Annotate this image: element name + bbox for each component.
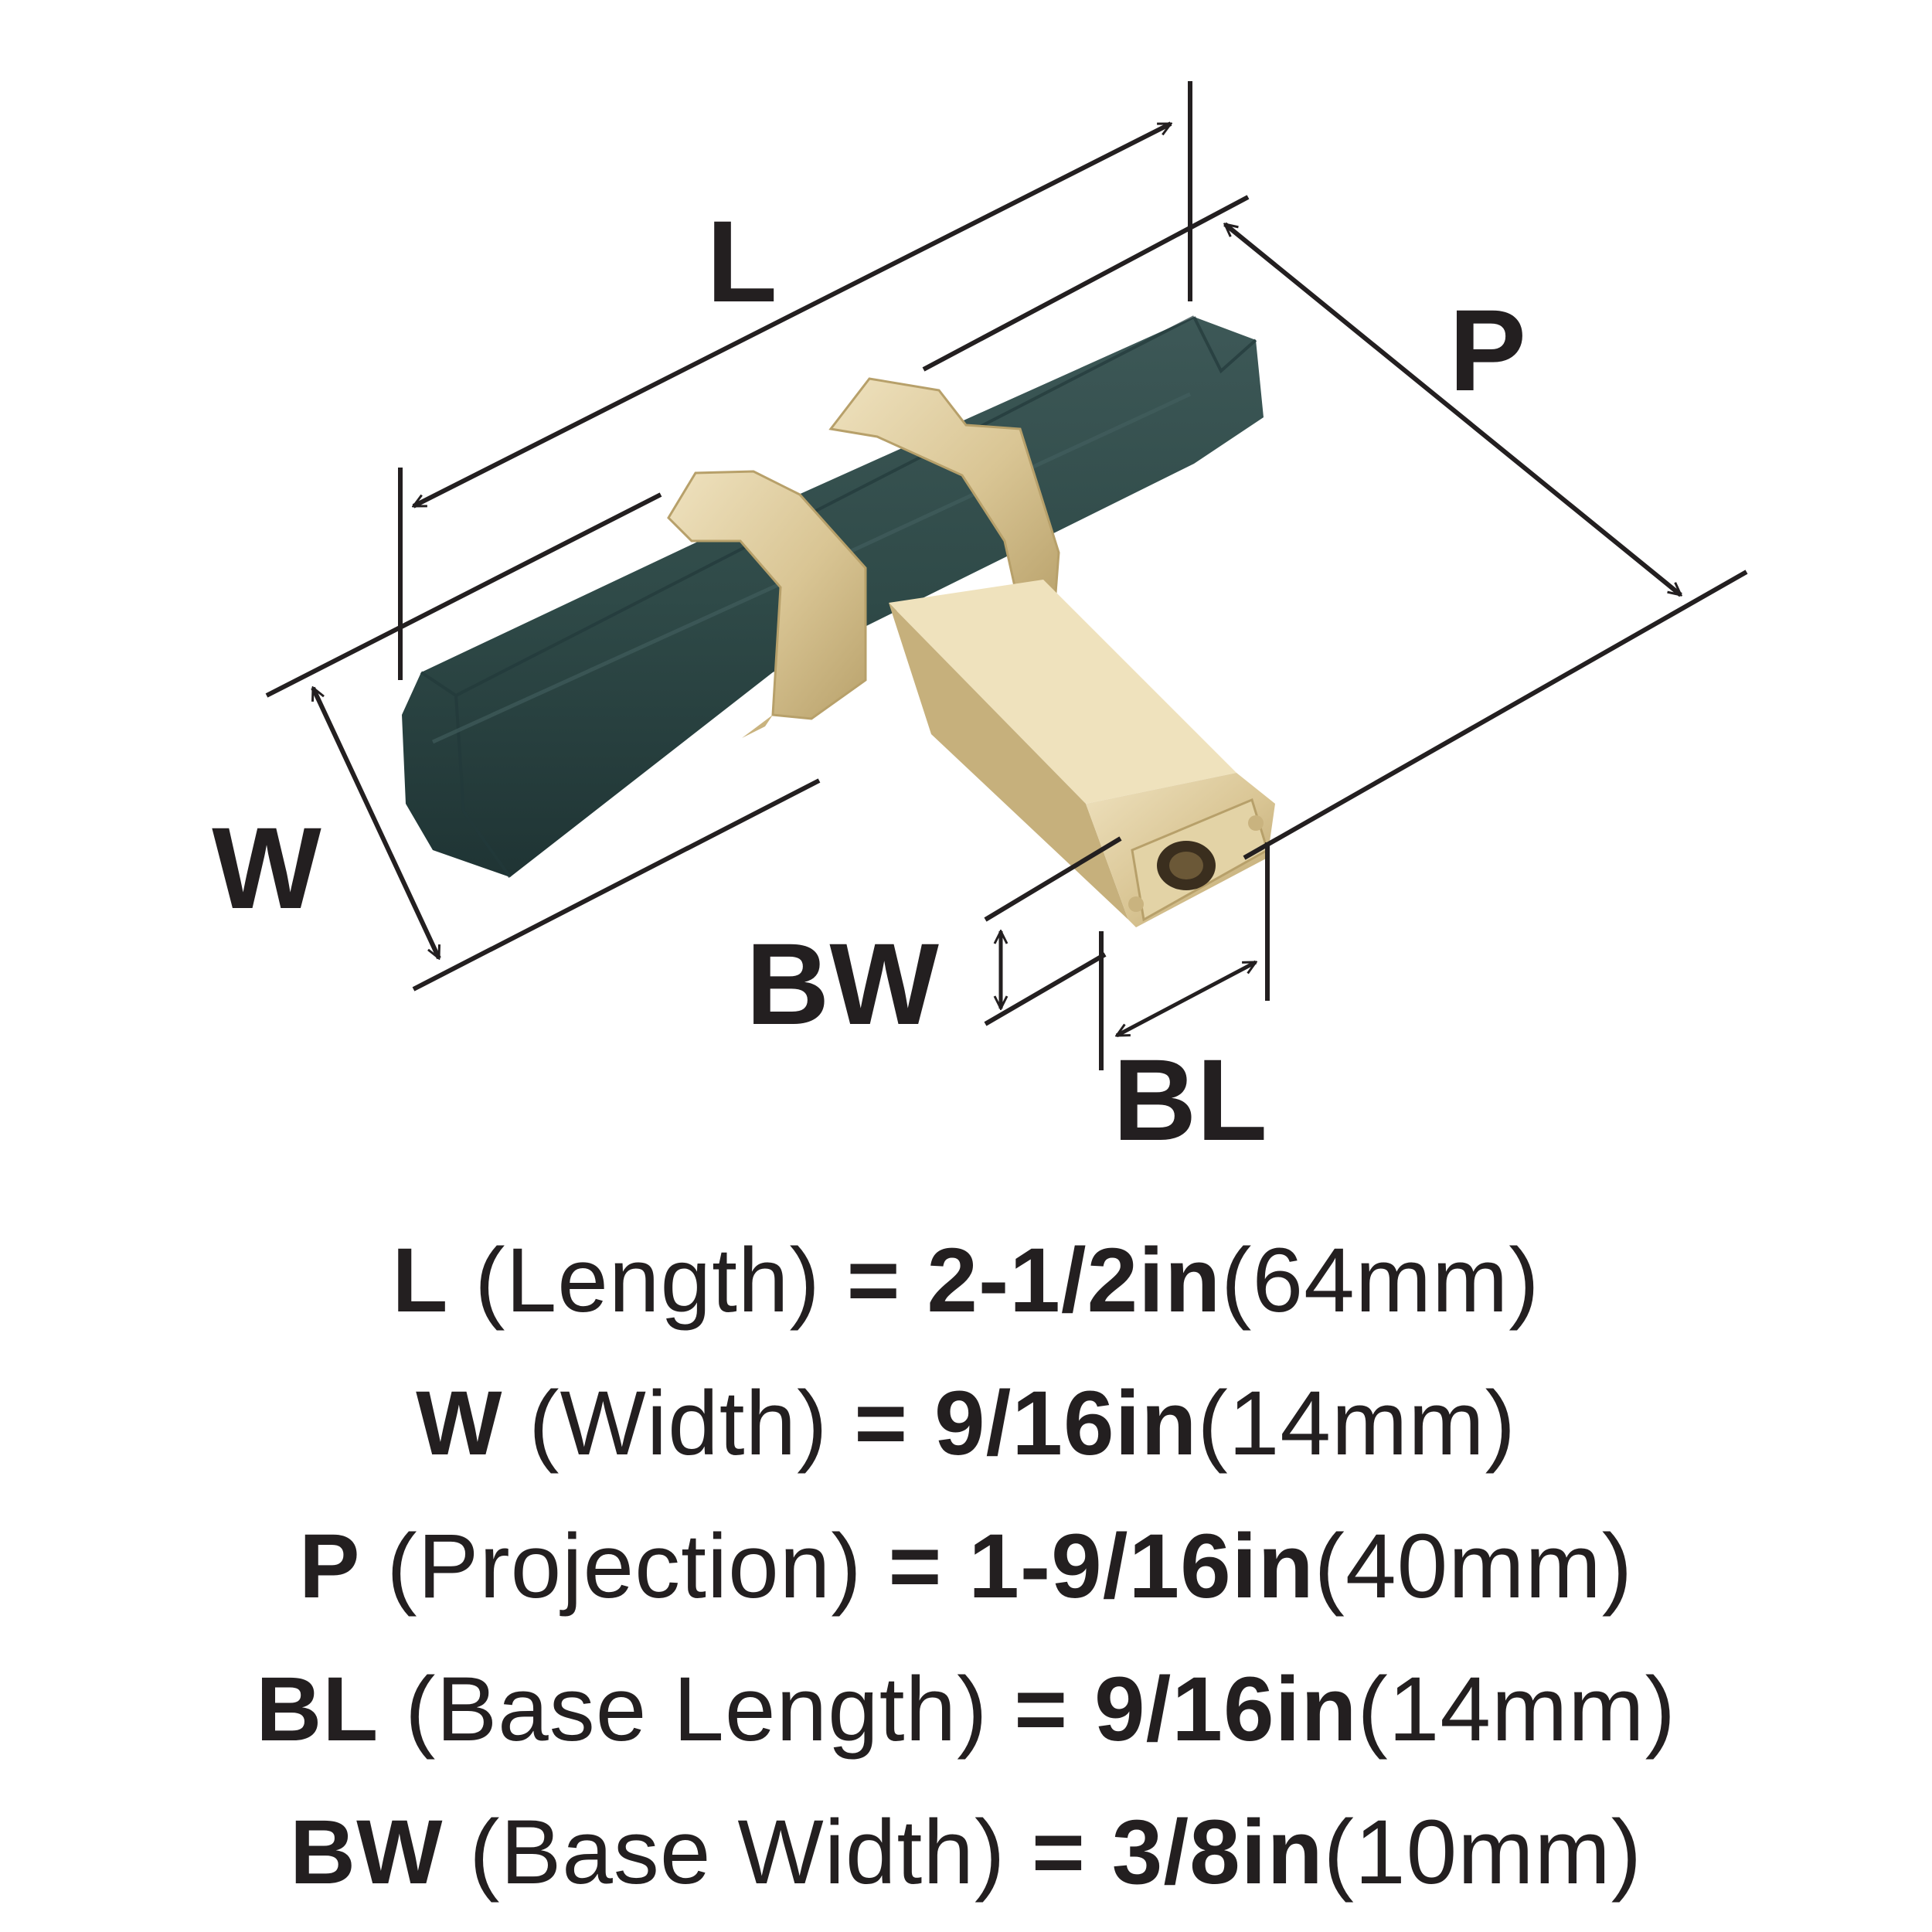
spec-equals: = xyxy=(1032,1801,1086,1903)
spec-projection: P (Projection) = 1-9/16in(40mm) xyxy=(0,1495,1932,1638)
base-width-label: BW xyxy=(746,919,939,1049)
spec-value: 2-1/2in xyxy=(927,1230,1222,1332)
base-length-label: BL xyxy=(1113,1035,1267,1165)
dimension-width: W xyxy=(212,492,821,992)
spec-abbr: L xyxy=(392,1230,449,1332)
dimension-projection: P xyxy=(922,195,1748,860)
dimension-base-length: BL xyxy=(1099,842,1270,1165)
spec-base-length: BL (Base Length) = 9/16in(14mm) xyxy=(0,1638,1932,1781)
specification-list: L (Length) = 2-1/2in(64mm) W (Width) = 9… xyxy=(0,1209,1932,1924)
spec-value: 1-9/16in xyxy=(968,1515,1315,1617)
spec-term: (Projection) xyxy=(386,1515,862,1617)
spec-length: L (Length) = 2-1/2in(64mm) xyxy=(0,1209,1932,1352)
dimension-length: L xyxy=(398,81,1192,680)
spec-value: 3/8in xyxy=(1111,1801,1324,1903)
length-label: L xyxy=(706,196,777,326)
spec-value: 9/16in xyxy=(934,1372,1198,1475)
width-label: W xyxy=(212,803,321,933)
spec-abbr: BL xyxy=(256,1658,379,1760)
spec-value: 9/16in xyxy=(1094,1658,1358,1760)
dimension-diagram: L P W BW BL xyxy=(212,81,1748,1165)
spec-equals: = xyxy=(888,1515,943,1617)
spec-base-width: BW (Base Width) = 3/8in(10mm) xyxy=(0,1781,1932,1924)
spec-term: (Base Width) xyxy=(469,1801,1006,1903)
spec-metric: (40mm) xyxy=(1314,1515,1634,1617)
spec-metric: (14mm) xyxy=(1357,1658,1676,1760)
spec-term: (Base Length) xyxy=(405,1658,988,1760)
spec-abbr: P xyxy=(298,1515,361,1617)
dimension-base-width: BW xyxy=(746,836,1122,1049)
spec-abbr: BW xyxy=(289,1801,444,1903)
spec-equals: = xyxy=(854,1372,909,1475)
projection-label: P xyxy=(1449,285,1526,415)
spec-metric: (14mm) xyxy=(1197,1372,1516,1475)
spec-term: (Length) xyxy=(474,1230,821,1332)
base-post xyxy=(889,580,1275,927)
spec-abbr: W xyxy=(416,1372,503,1475)
spec-equals: = xyxy=(1014,1658,1069,1760)
spec-metric: (10mm) xyxy=(1323,1801,1643,1903)
spec-term: (Width) xyxy=(529,1372,828,1475)
spec-metric: (64mm) xyxy=(1221,1230,1540,1332)
spec-width: W (Width) = 9/16in(14mm) xyxy=(0,1352,1932,1495)
spec-equals: = xyxy=(846,1230,901,1332)
